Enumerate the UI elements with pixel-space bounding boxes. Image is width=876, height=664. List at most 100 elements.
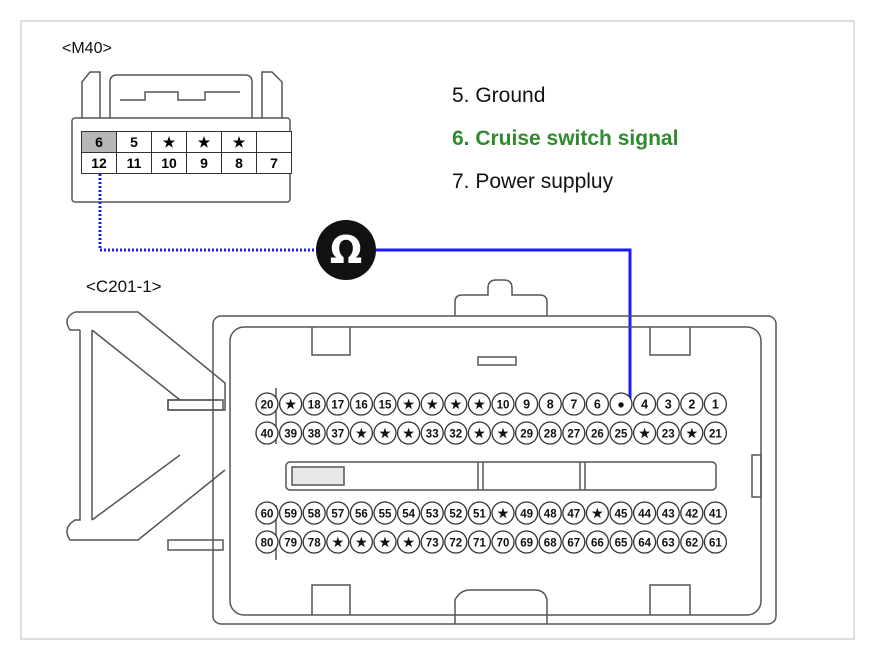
pin-label: 8 <box>547 398 554 412</box>
pin-label: 57 <box>331 509 344 521</box>
pin-label: 29 <box>520 429 533 441</box>
c201-pin: ★ <box>632 421 657 445</box>
m40-pin: 6 <box>81 131 117 153</box>
pin-label: 33 <box>426 429 439 441</box>
c201-pin: 39 <box>278 421 303 445</box>
c201-pin: 48 <box>538 501 562 525</box>
pin-label: 40 <box>261 429 274 441</box>
c201-pin: 72 <box>444 530 468 554</box>
c201-pin: 7 <box>562 392 586 416</box>
pin-circle <box>444 530 468 554</box>
c201-pin: 65 <box>609 530 633 554</box>
pin-circle <box>302 421 326 445</box>
pin-label: 25 <box>615 429 628 441</box>
pin-circle <box>302 501 326 525</box>
pin-circle <box>444 392 468 416</box>
pin-circle <box>585 530 610 554</box>
c201-pin: 38 <box>302 421 326 445</box>
pin-circle <box>278 392 303 416</box>
m40-pin: ★ <box>186 131 222 153</box>
c201-pin: ● <box>609 392 633 416</box>
pin-label: 10 <box>497 400 510 412</box>
pin-label: 58 <box>308 509 321 521</box>
pin-circle <box>349 501 374 525</box>
c201-pin: ★ <box>491 501 515 525</box>
c201-pin: 56 <box>349 501 374 525</box>
c201-pin: 37 <box>326 421 350 445</box>
pin-label: ★ <box>639 427 651 441</box>
pin-circle <box>302 392 326 416</box>
pin-label: 62 <box>685 538 698 550</box>
pin-label: 43 <box>662 509 675 521</box>
c201-pin: 61 <box>703 530 728 554</box>
frame-border <box>20 20 855 640</box>
c201-pin: 25 <box>609 421 633 445</box>
c201-pin: 69 <box>514 530 539 554</box>
c201-pin: 43 <box>656 501 680 525</box>
pin-circle <box>326 530 350 554</box>
pin-label: 47 <box>567 509 580 521</box>
pin-circle <box>326 501 350 525</box>
pin-circle <box>703 501 728 525</box>
pin-circle <box>255 501 279 525</box>
legend-power-supply: 7. Power suppluy <box>452 170 614 193</box>
pin-label: ★ <box>356 536 368 550</box>
pin-label: 4 <box>641 398 648 412</box>
pin-circle <box>491 421 515 445</box>
pin-label: 28 <box>544 429 557 441</box>
pin-label: 6 <box>594 398 601 412</box>
c201-pin: ★ <box>680 421 704 445</box>
pin-circle <box>349 421 374 445</box>
c201-pin: 70 <box>491 530 515 554</box>
pin-circle <box>396 421 421 445</box>
pin-label: ● <box>617 398 625 412</box>
c201-pin: 54 <box>396 501 421 525</box>
pin-label: ★ <box>356 427 368 441</box>
pin-label: 1 <box>712 398 719 412</box>
pin-label: 56 <box>355 509 368 521</box>
pin-circle <box>562 501 586 525</box>
pin-circle <box>680 530 704 554</box>
pin-circle <box>349 530 374 554</box>
pin-circle <box>514 530 539 554</box>
pin-label: 41 <box>709 509 722 521</box>
pin-label: ★ <box>332 536 344 550</box>
pin-label: 39 <box>284 429 297 441</box>
c201-pin: 41 <box>703 501 728 525</box>
c201-pin: 2 <box>680 392 704 416</box>
pin-circle <box>562 530 586 554</box>
pin-label: 42 <box>685 509 698 521</box>
c201-pin: 1 <box>703 392 728 416</box>
m40-connector-label: <M40> <box>62 40 112 57</box>
pin-label: 52 <box>449 509 462 521</box>
pin-circle <box>609 530 633 554</box>
c201-pin: 73 <box>420 530 444 554</box>
pin-circle <box>467 501 492 525</box>
pin-circle <box>444 421 468 445</box>
c201-pin: 9 <box>514 392 539 416</box>
pin-label: ★ <box>450 398 462 412</box>
c201-pin: 52 <box>444 501 468 525</box>
m40-pin: ★ <box>151 131 187 153</box>
pin-circle <box>656 421 680 445</box>
c201-pin: 71 <box>467 530 492 554</box>
pin-circle <box>680 501 704 525</box>
pin-circle <box>585 392 610 416</box>
pin-circle <box>420 392 444 416</box>
pin-circle <box>420 530 444 554</box>
pin-circle <box>609 501 633 525</box>
c201-pin: ★ <box>373 530 397 554</box>
pin-label: 45 <box>615 509 628 521</box>
pin-circle <box>396 530 421 554</box>
pin-circle <box>562 421 586 445</box>
c201-pin: 10 <box>491 392 515 416</box>
pin-label: 63 <box>662 538 675 550</box>
pin-circle <box>703 530 728 554</box>
pin-label: ★ <box>403 427 415 441</box>
pin-label: 68 <box>544 538 557 550</box>
pin-label: 38 <box>308 429 321 441</box>
pin-label: ★ <box>379 536 391 550</box>
